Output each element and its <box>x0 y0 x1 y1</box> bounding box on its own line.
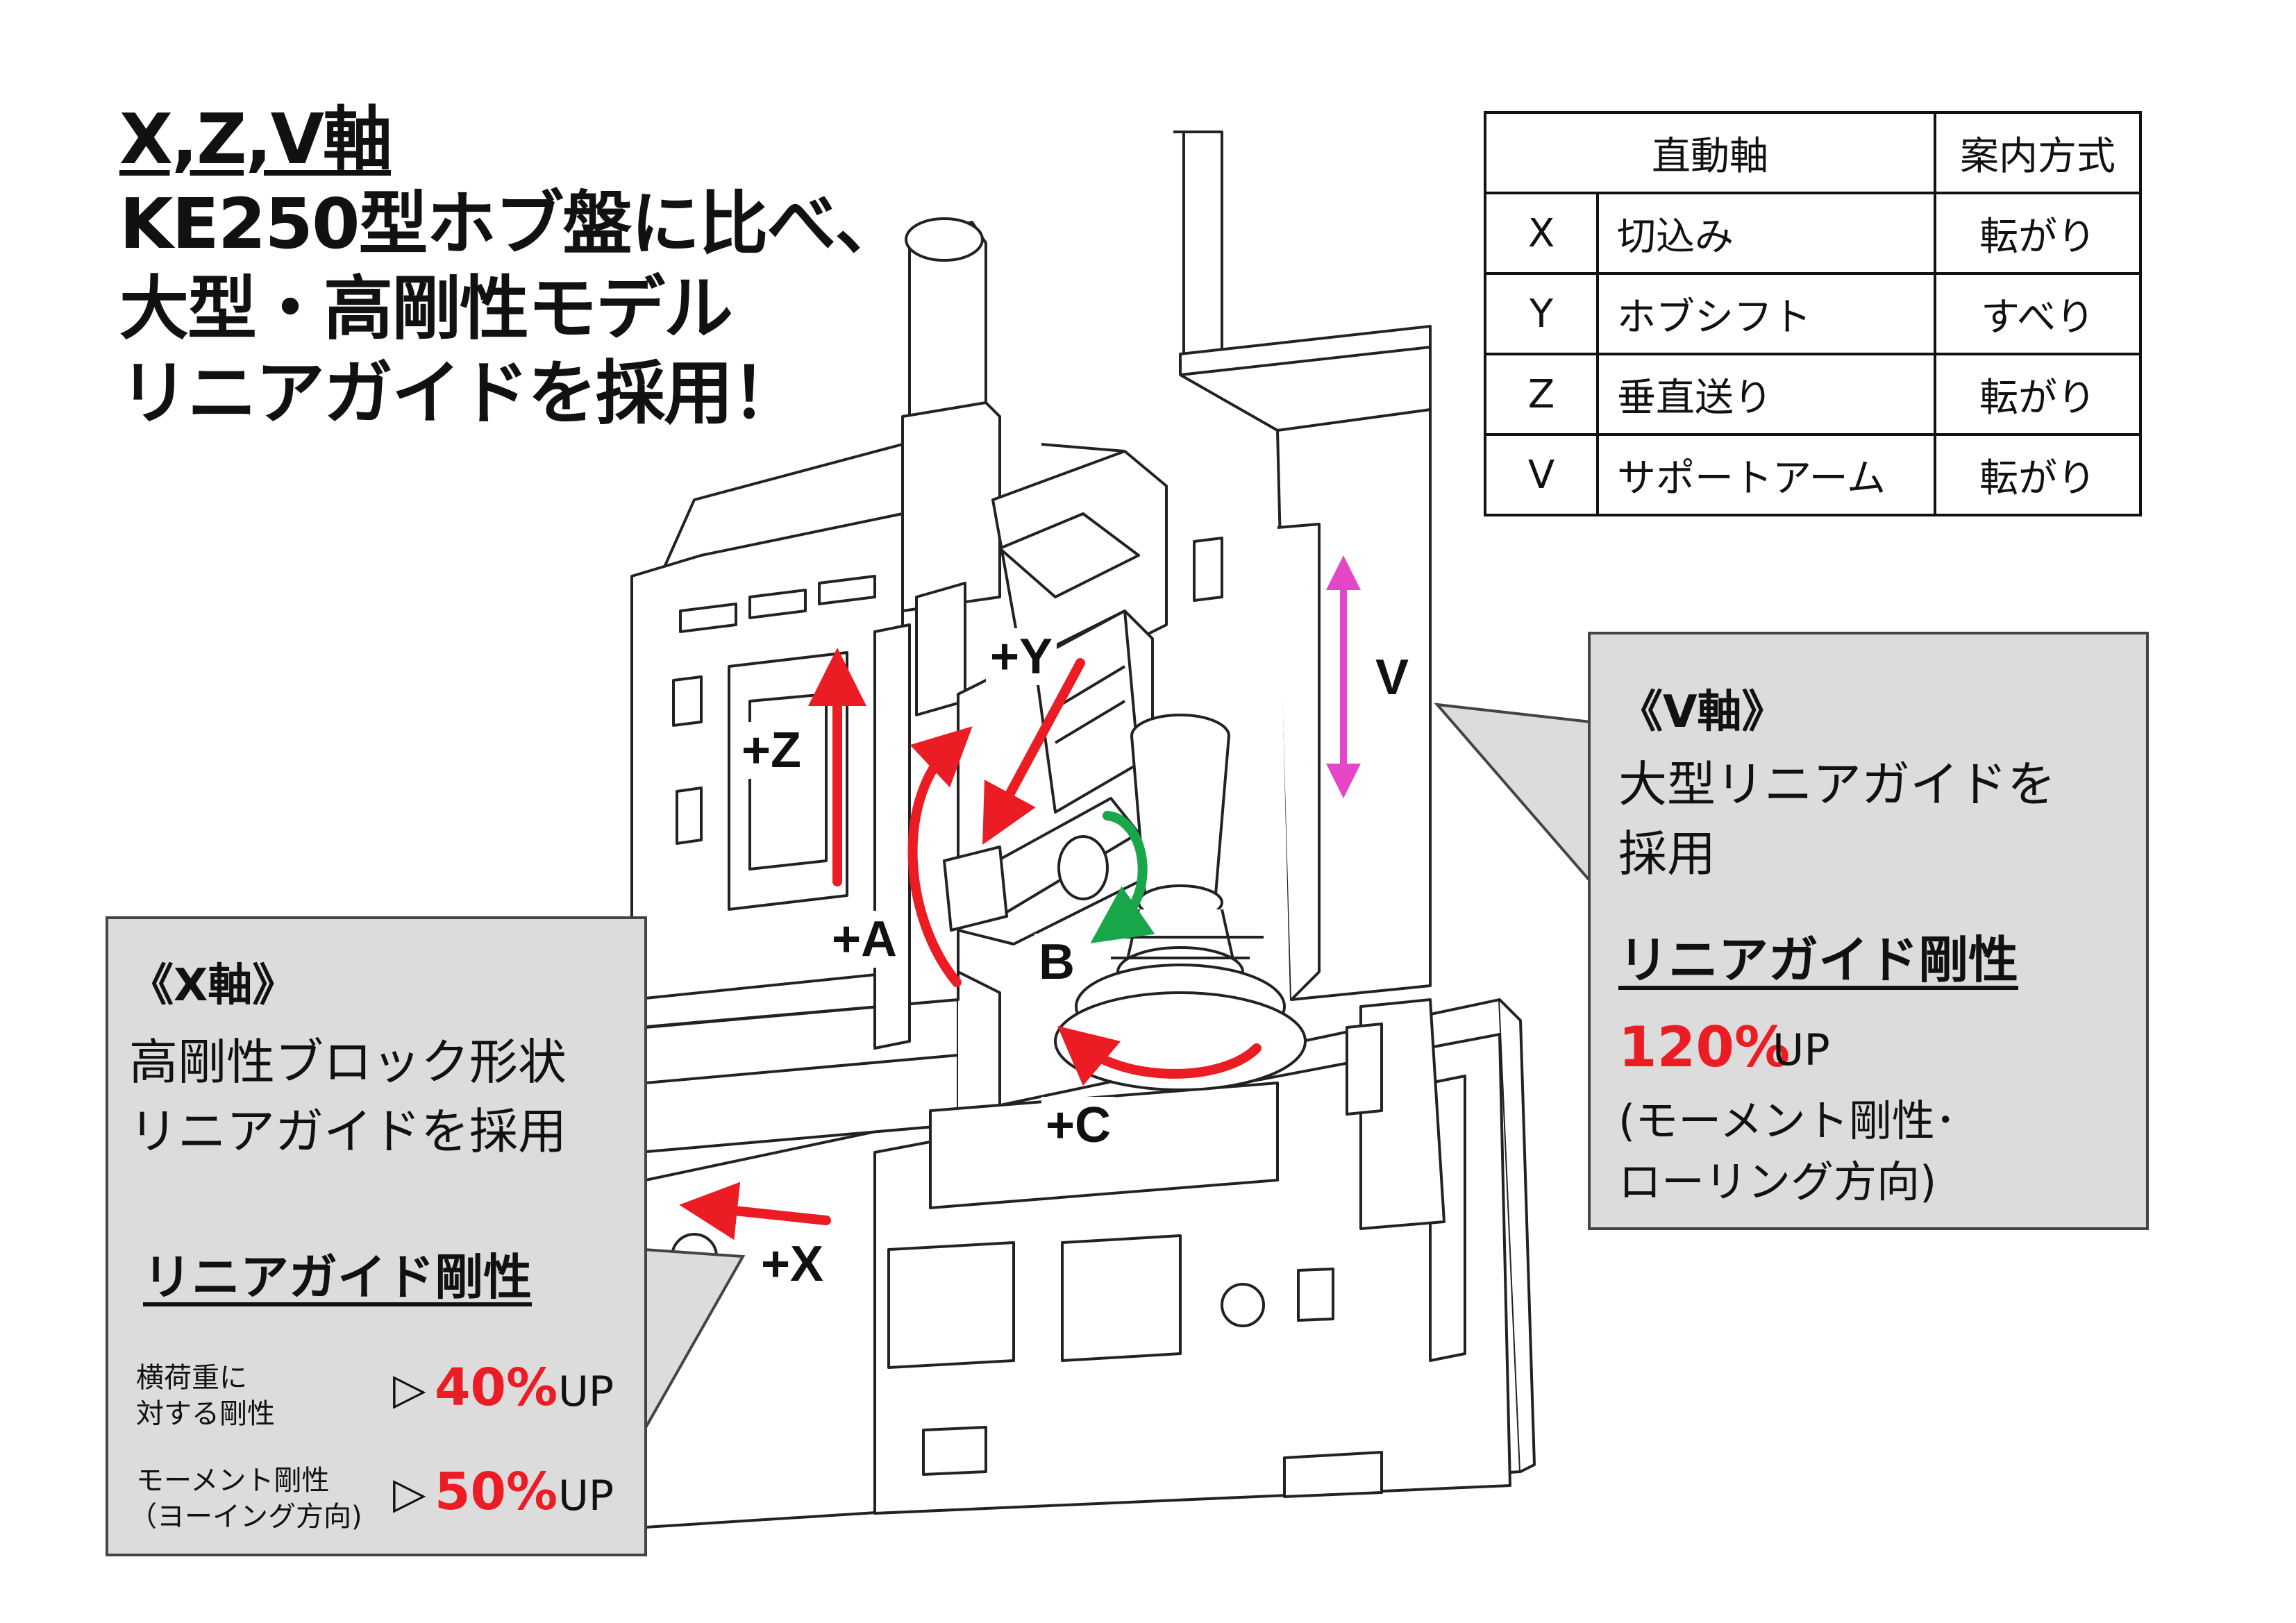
x-axis-callout: 《X軸》 高剛性ブロック形状 リニアガイドを採用 リニアガイド剛性 横荷重に 対… <box>106 916 647 1556</box>
lateral-load-label-2: 対する剛性 <box>136 1398 275 1430</box>
table-row: Y ホブシフト すべり <box>1484 272 2142 355</box>
headline-line3: 大型・高剛性モデル <box>119 268 733 349</box>
v-axis-callout: 《V軸》 大型リニアガイドを 採用 リニアガイド剛性 120% UP (モーメン… <box>1588 632 2149 1230</box>
row-name: 切込み <box>1596 192 1936 275</box>
yawing-value: 50% <box>435 1462 558 1522</box>
headline-title: X,Z,V軸 <box>119 99 392 180</box>
a-axis-arrow <box>907 726 973 987</box>
x-callout-desc2: リニアガイドを採用 <box>129 1103 567 1160</box>
table-header-row: 直動軸 案内方式 <box>1484 111 2142 194</box>
row-guide: 転がり <box>1934 353 2142 436</box>
lateral-load-value: 40% <box>435 1358 558 1418</box>
row-guide: 転がり <box>1934 433 2142 516</box>
v-callout-title: 《V軸》 <box>1618 687 1786 738</box>
headline-line2: KE250型ホブ盤に比べ、 <box>119 183 905 264</box>
row-guide: すべり <box>1934 272 2142 355</box>
v-rigidity-note1: (モーメント剛性･ <box>1618 1095 1956 1146</box>
yawing-suffix: UP <box>558 1472 614 1520</box>
label-plus-a: +A <box>828 911 902 968</box>
label-plus-x: +X <box>757 1236 828 1293</box>
v-callout-rigidity-heading: リニアガイド剛性 <box>1618 931 2019 989</box>
row-name: ホブシフト <box>1596 272 1936 355</box>
x-callout-desc1: 高剛性ブロック形状 <box>129 1034 567 1091</box>
row-name: 垂直送り <box>1596 353 1936 436</box>
lateral-load-label-1: 横荷重に <box>136 1362 247 1394</box>
c-axis-arrow <box>1057 1025 1262 1086</box>
z-motor-tower <box>901 217 1001 716</box>
label-plus-c: +C <box>1041 1097 1116 1154</box>
label-plus-z: +Z <box>737 722 806 779</box>
lateral-load-suffix: UP <box>558 1368 614 1416</box>
v-rigidity-note2: ローリング方向) <box>1618 1157 1937 1207</box>
headline-line4: リニアガイドを採用！ <box>119 353 801 434</box>
row-axis: Z <box>1484 353 1599 436</box>
x-callout-title: 《X軸》 <box>129 960 297 1011</box>
row-name: サポートアーム <box>1596 433 1936 516</box>
table-row: V サポートアーム 転がり <box>1484 433 2142 516</box>
row-guide: 転がり <box>1934 192 2142 275</box>
header-guide-type: 案内方式 <box>1934 111 2142 194</box>
table-row: X 切込み 転がり <box>1484 192 2142 275</box>
v-callout-desc2: 採用 <box>1618 825 1716 882</box>
header-linear-axis: 直動軸 <box>1484 111 1936 194</box>
label-v: V <box>1371 649 1414 706</box>
linear-axis-table: 直動軸 案内方式 X 切込み 転がり Y ホブシフト すべり Z 垂直送り 転が… <box>1484 111 2142 516</box>
b-axis-arrow <box>1090 811 1155 943</box>
v-rigidity-suffix: UP <box>1773 1025 1830 1075</box>
row-axis: V <box>1484 433 1599 516</box>
machine-base <box>644 998 1536 1529</box>
label-b: B <box>1034 934 1079 991</box>
v-rigidity-value: 120% <box>1618 1015 1791 1079</box>
label-plus-y: +Y <box>986 628 1057 685</box>
x-axis-arrow <box>679 1181 831 1241</box>
v-column <box>1173 131 1446 1230</box>
lateral-load-marker: ▷ <box>393 1363 426 1414</box>
v-callout-pointer <box>1434 703 1592 886</box>
y-axis-arrow <box>982 658 1085 845</box>
table-row: Z 垂直送り 転がり <box>1484 353 2142 436</box>
x-callout-rigidity-heading: リニアガイド剛性 <box>143 1249 532 1306</box>
yawing-label-2: （ヨーイング方向) <box>129 1501 362 1533</box>
row-axis: X <box>1484 192 1599 275</box>
yawing-marker: ▷ <box>393 1468 426 1518</box>
headline: X,Z,V軸 KE250型ホブ盤に比べ、 大型・高剛性モデル リニアガイドを採用… <box>119 97 905 436</box>
yawing-label-1: モーメント剛性 <box>136 1465 330 1497</box>
row-axis: Y <box>1484 272 1599 355</box>
v-callout-desc1: 大型リニアガイドを <box>1618 756 2056 813</box>
